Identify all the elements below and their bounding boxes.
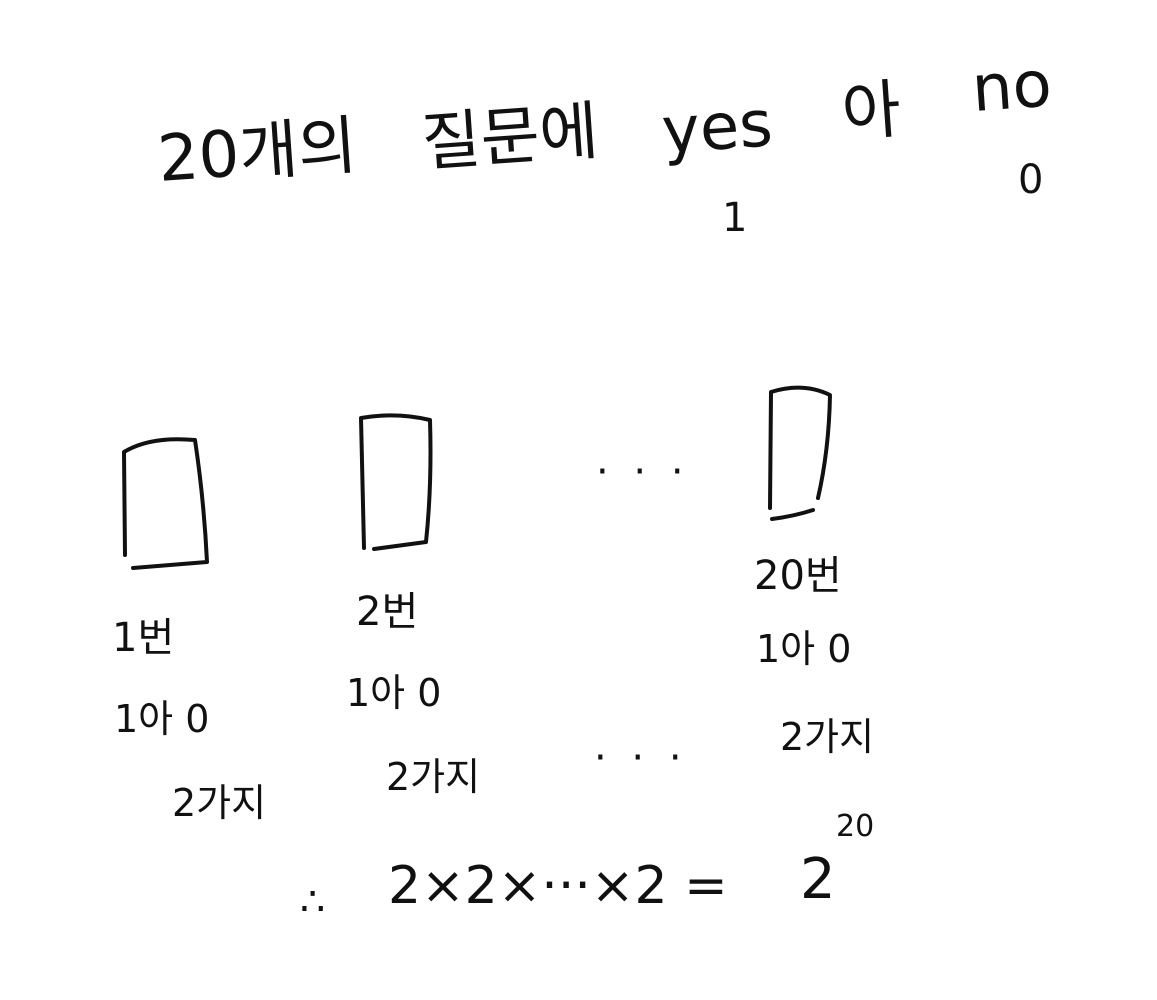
- column-2-choice: 1아 0: [346, 671, 442, 715]
- column-2-count: 2가지: [386, 755, 481, 799]
- therefore-symbol: ∴: [300, 879, 326, 925]
- column-20-label: 20번: [754, 553, 842, 599]
- formula-expression: 2×2×···×2 =: [388, 856, 728, 916]
- formula-base: 2: [800, 847, 836, 912]
- column-20-count: 2가지: [780, 715, 875, 759]
- yes-value: 1: [722, 195, 748, 241]
- answer-box-2: [359, 413, 433, 551]
- title-questions: 질문에: [419, 94, 601, 181]
- answer-box-20: [768, 385, 832, 521]
- title-yes: yes: [659, 87, 775, 169]
- no-value: 0: [1018, 157, 1044, 203]
- column-1-count: 2가지: [172, 781, 267, 825]
- ellipsis-middle: · · ·: [594, 735, 688, 781]
- title-count: 20개의: [155, 109, 360, 197]
- column-1-choice: 1아 0: [114, 697, 210, 741]
- title-no: no: [969, 47, 1055, 127]
- column-20-choice: 1아 0: [756, 627, 852, 671]
- column-2-label: 2번: [356, 589, 419, 635]
- ellipsis-top: · · ·: [596, 449, 690, 495]
- column-1-label: 1번: [112, 615, 175, 661]
- answer-box-1: [122, 437, 209, 570]
- title-or: 아: [839, 72, 904, 151]
- formula-exponent: 20: [836, 809, 875, 844]
